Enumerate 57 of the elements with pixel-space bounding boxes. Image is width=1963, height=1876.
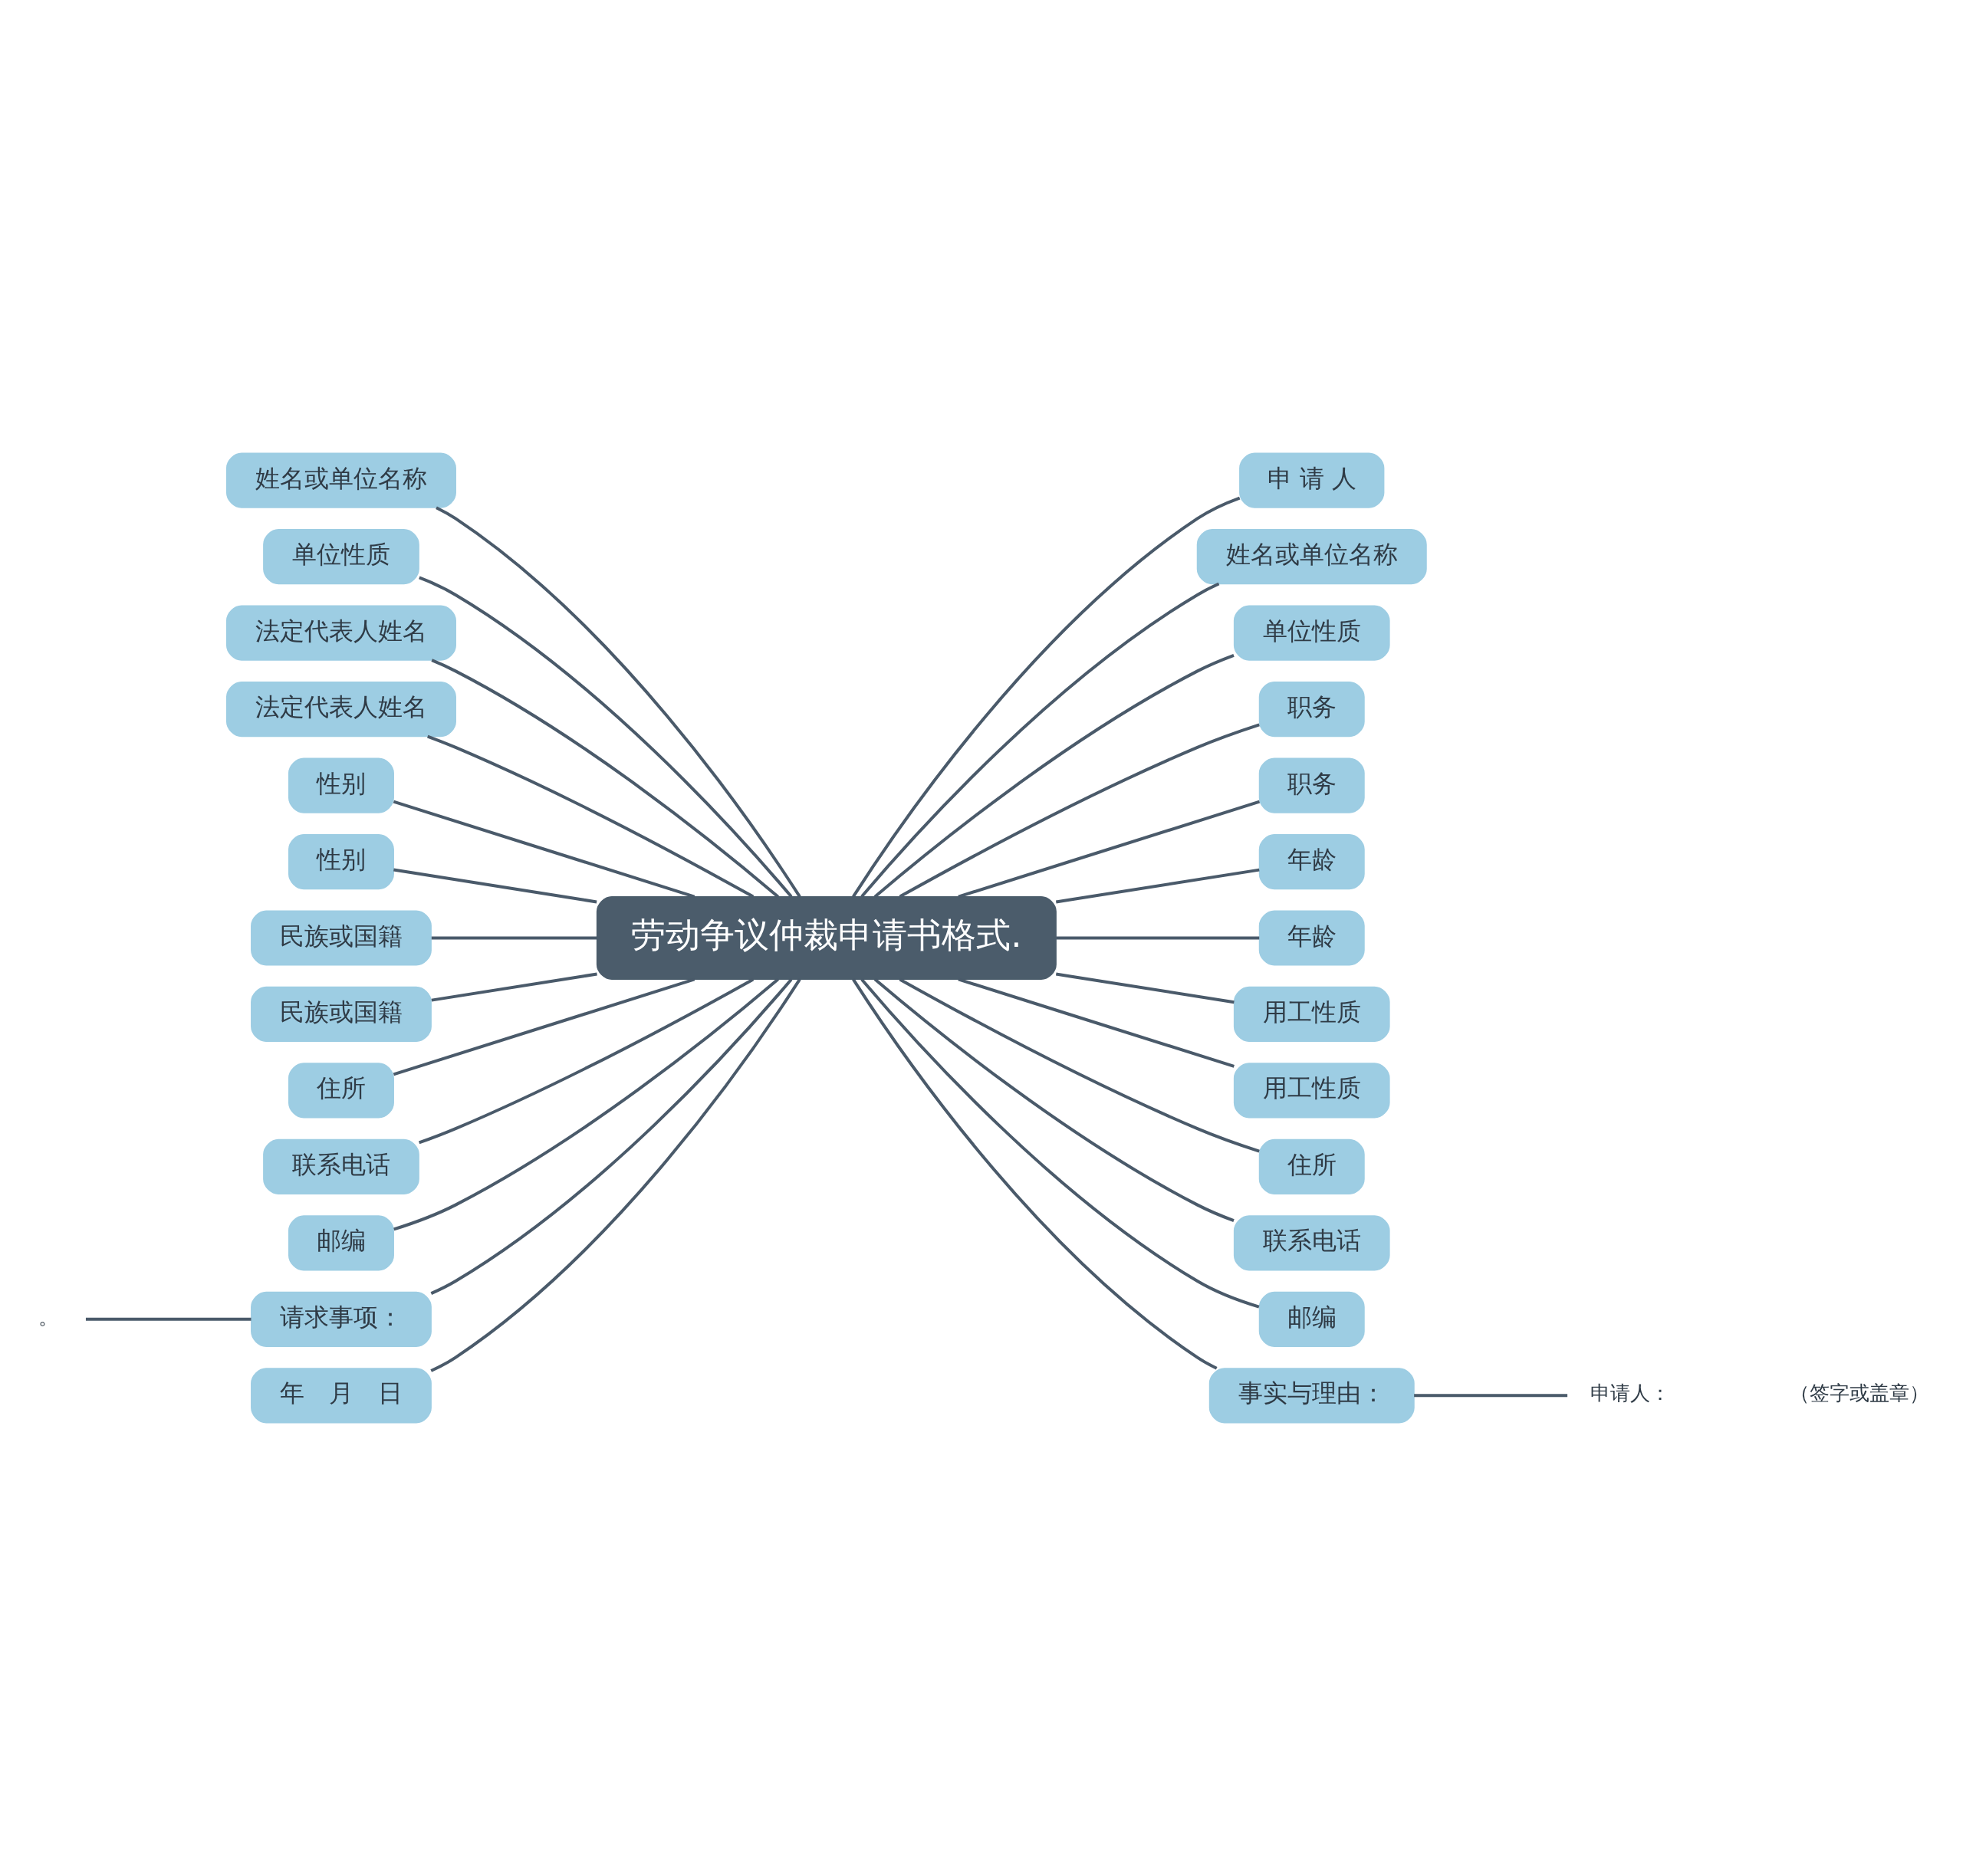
connector bbox=[427, 734, 755, 899]
connector bbox=[852, 496, 1241, 898]
node-box: 职务 bbox=[1258, 682, 1365, 738]
node-box: 请求事项： bbox=[251, 1291, 432, 1347]
node-box: 单位性质 bbox=[1233, 605, 1390, 661]
connector bbox=[860, 582, 1220, 898]
connector bbox=[958, 800, 1261, 899]
node-box: 年龄 bbox=[1258, 833, 1365, 890]
node-box: 用工性质 bbox=[1233, 986, 1390, 1043]
connector bbox=[436, 506, 801, 898]
connector bbox=[852, 978, 1218, 1370]
connector bbox=[430, 978, 801, 1372]
node-box: 姓名或单位名称 bbox=[1196, 529, 1427, 585]
connector bbox=[899, 723, 1260, 899]
connector bbox=[873, 977, 1235, 1223]
node-box: 申 请 人 bbox=[1239, 452, 1385, 508]
node-box: 民族或国籍 bbox=[251, 986, 432, 1043]
connector bbox=[899, 977, 1260, 1153]
connector bbox=[393, 977, 695, 1076]
node-box: 单位性质 bbox=[263, 529, 419, 585]
node-box: 法定代表人姓名 bbox=[225, 605, 456, 661]
connector bbox=[1055, 972, 1235, 1004]
connector bbox=[1414, 1394, 1568, 1398]
node-box: 邮编 bbox=[1258, 1291, 1365, 1347]
node-box: 职务 bbox=[1258, 757, 1365, 813]
connector bbox=[431, 972, 597, 1002]
connector bbox=[860, 978, 1260, 1309]
connector bbox=[958, 977, 1235, 1068]
connector bbox=[393, 977, 780, 1231]
connector bbox=[1056, 936, 1260, 940]
node-box: 劳动争议仲裁申请书格式. bbox=[596, 895, 1057, 981]
node-box: 用工性质 bbox=[1233, 1063, 1390, 1119]
connector bbox=[418, 977, 755, 1145]
connector bbox=[431, 936, 597, 940]
connector bbox=[419, 576, 793, 898]
node-box: 性别 bbox=[288, 757, 394, 813]
node-box: 联系电话 bbox=[263, 1138, 419, 1194]
node-box: 民族或国籍 bbox=[251, 910, 432, 966]
connector bbox=[85, 1317, 252, 1321]
node-text: 申请人： （签字或盖章） bbox=[1590, 1382, 1929, 1405]
connector bbox=[393, 868, 597, 904]
node-box: 邮编 bbox=[288, 1215, 394, 1271]
node-box: 事实与理由： bbox=[1208, 1368, 1415, 1424]
connector bbox=[431, 659, 780, 899]
node-box: 性别 bbox=[288, 833, 394, 890]
node-box: 联系电话 bbox=[1233, 1215, 1390, 1271]
connector bbox=[393, 800, 695, 899]
node-text: 。 bbox=[38, 1305, 59, 1329]
node-box: 住所 bbox=[288, 1063, 394, 1119]
node-box: 姓名或单位名称 bbox=[225, 452, 456, 508]
node-box: 法定代表人姓名 bbox=[225, 682, 456, 738]
connector bbox=[873, 653, 1235, 899]
node-box: 住所 bbox=[1258, 1138, 1365, 1194]
node-box: 年 月 日 bbox=[251, 1368, 432, 1424]
connector bbox=[430, 978, 793, 1295]
connector bbox=[1055, 868, 1260, 904]
node-box: 年龄 bbox=[1258, 910, 1365, 966]
